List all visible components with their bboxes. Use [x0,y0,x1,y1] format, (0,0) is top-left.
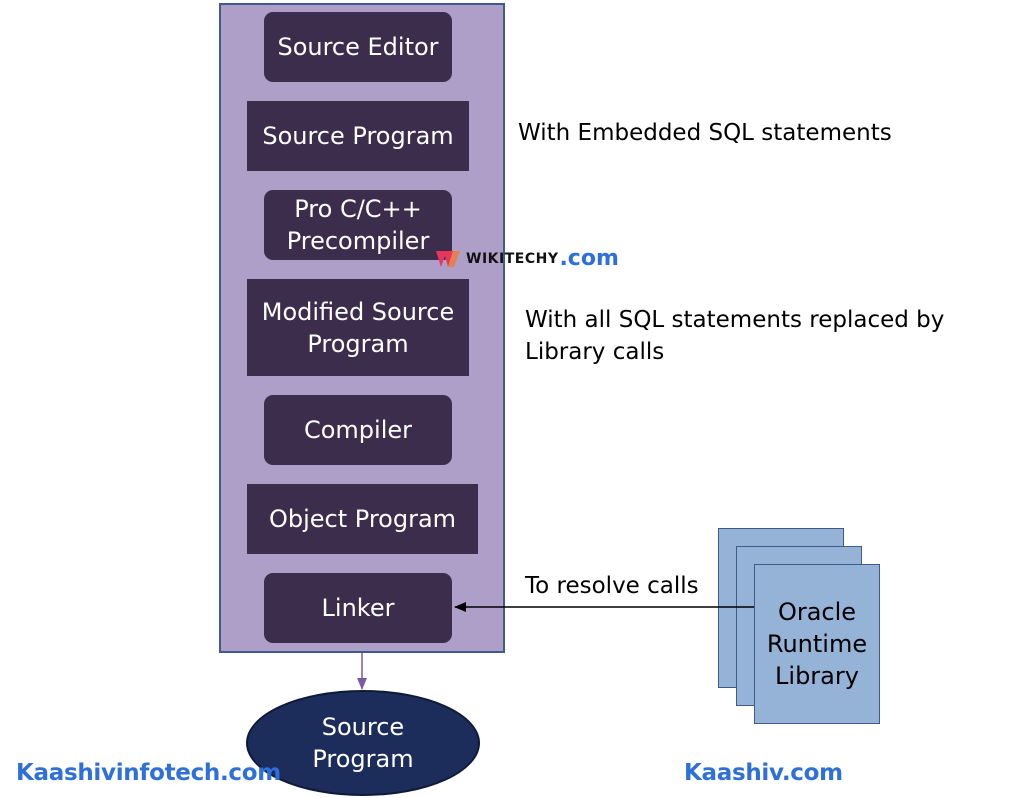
step-source-editor: Source Editor [264,12,452,82]
step-label: Source Editor [277,33,439,61]
step-label: Object Program [268,505,457,533]
wikitechy-logo-icon [436,250,460,267]
watermark-tld: .com [559,246,619,271]
library-label: Oracle Runtime Library [766,598,868,690]
annotation-embedded-sql: With Embedded SQL statements [518,120,892,146]
step-label: Modified Source Program [261,297,455,358]
output-source-program: Source Program [246,690,480,796]
step-label: Source Program [262,122,454,150]
step-source-program: Source Program [247,101,469,171]
step-label: Compiler [303,416,413,444]
step-label: Pro C/C++ Precompiler [286,195,430,255]
watermark-brand: WIKITECHY [466,250,559,267]
output-label: Source Program [312,713,414,773]
footer-right-site: Kaashiv.com [684,760,843,786]
step-modified-source-program: Modified Source Program [247,279,469,376]
footer-left-site: Kaashivinfotech.com [16,760,281,786]
step-label: Linker [321,594,395,622]
annotation-sql-replaced: With all SQL statements replaced by Libr… [525,307,945,365]
wikitechy-watermark: WIKITECHY .com [434,246,619,271]
step-precompiler: Pro C/C++ Precompiler [264,190,452,260]
library-page-front: Oracle Runtime Library [754,564,880,724]
step-linker: Linker [264,573,452,643]
step-object-program: Object Program [247,484,478,554]
step-compiler: Compiler [264,395,452,465]
annotation-resolve-calls: To resolve calls [525,573,699,599]
